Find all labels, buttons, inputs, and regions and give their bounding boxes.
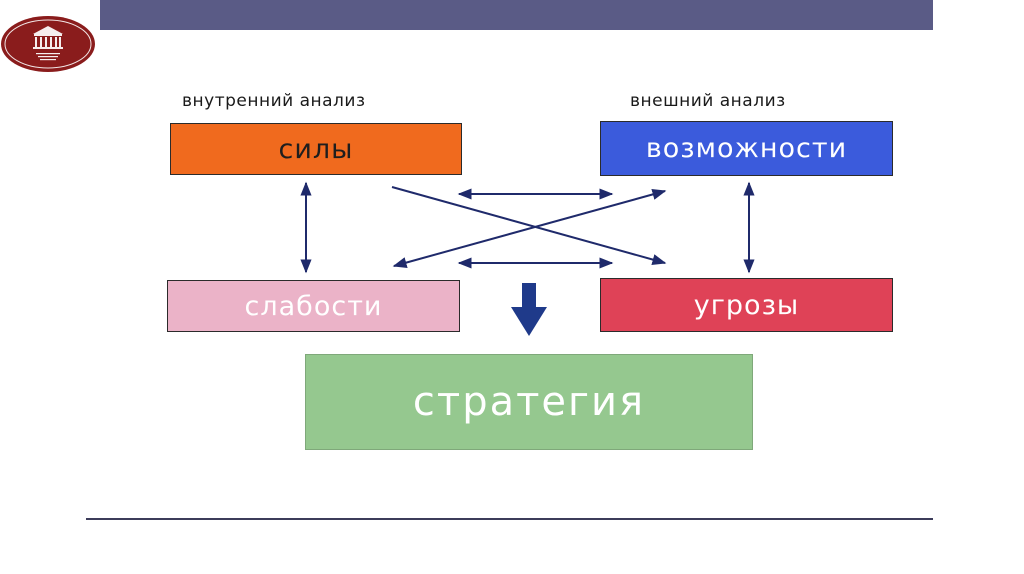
internal-analysis-label: внутренний анализ [182, 91, 366, 111]
strengths-box: силы [170, 123, 462, 175]
threats-box: угрозы [600, 278, 893, 332]
diagonal-arrow-up [392, 188, 667, 269]
strategy-box: стратегия [305, 354, 753, 450]
arrow-down-icon [511, 283, 547, 336]
external-analysis-label: внешний анализ [630, 91, 786, 111]
diagonal-arrow-down [391, 186, 667, 266]
university-seal-icon [1, 16, 95, 72]
header-bar [100, 0, 933, 30]
bottom-divider [86, 518, 933, 520]
opportunities-box: возможности [600, 121, 893, 176]
weaknesses-box: слабости [167, 280, 460, 332]
